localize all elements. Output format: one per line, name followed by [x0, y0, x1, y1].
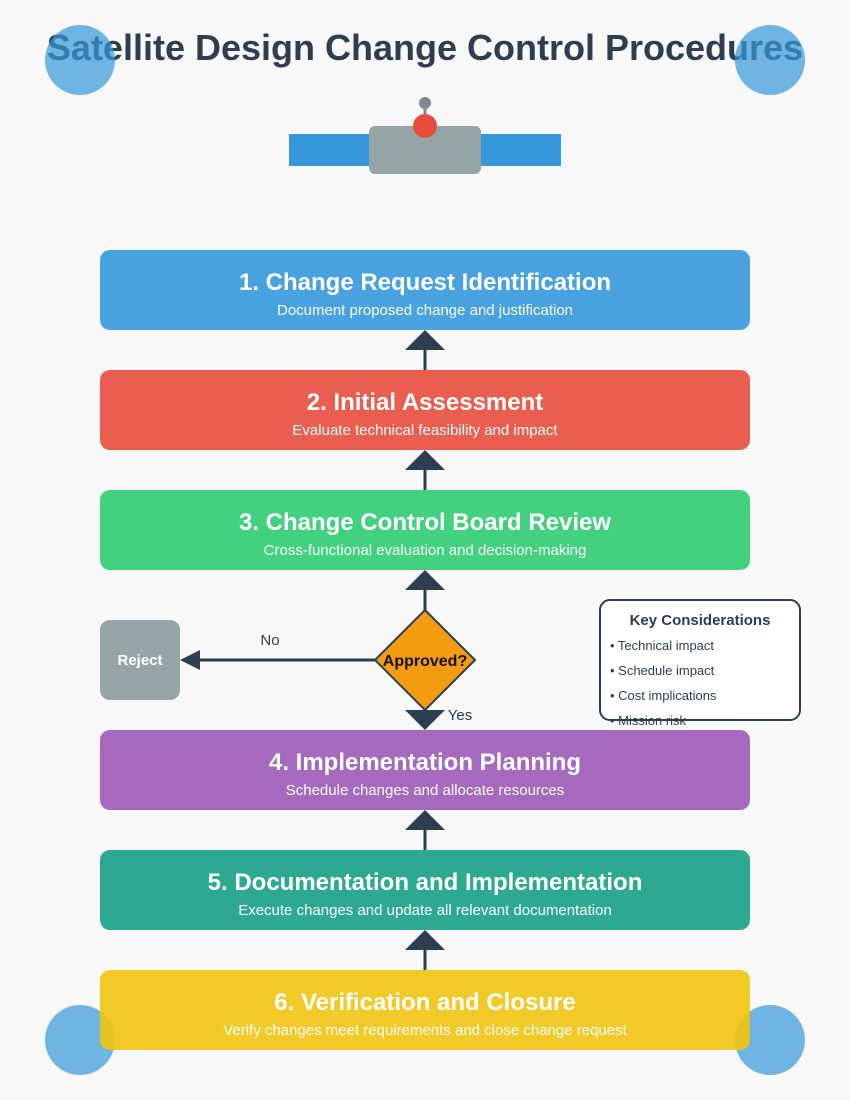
- step-5: 5. Documentation and Implementation Exec…: [100, 850, 750, 930]
- arrow-step5-to-step4: [405, 810, 445, 850]
- arrow-decision-to-reject: [180, 650, 375, 670]
- satellite-solar-panel-left: [289, 134, 371, 166]
- step-subtitle: Schedule changes and allocate resources: [286, 782, 565, 799]
- step-title: 2. Initial Assessment: [307, 389, 544, 416]
- decision-approved: Approved?: [373, 608, 477, 712]
- decision-diamond: [373, 608, 477, 712]
- satellite-body: [369, 126, 481, 174]
- step-3: 3. Change Control Board Review Cross-fun…: [100, 490, 750, 570]
- step-box: [100, 850, 750, 930]
- reject-rect: [100, 620, 180, 700]
- key-considerations-rect: [599, 599, 801, 721]
- step-1: 1. Change Request Identification Documen…: [100, 250, 750, 330]
- satellite-dish: [413, 114, 437, 138]
- arrow-step3-to-step2: [405, 450, 445, 490]
- step-subtitle: Cross-functional evaluation and decision…: [264, 542, 587, 559]
- arrow-step2-to-step1: [405, 330, 445, 370]
- decision-label: Approved?: [383, 653, 467, 670]
- yes-label: Yes: [448, 707, 472, 724]
- reject-label: Reject: [117, 652, 162, 669]
- corner-circle-bottom-left: [45, 1005, 115, 1075]
- step-box: [100, 490, 750, 570]
- key-considerations-item: • Technical impact: [610, 638, 714, 653]
- arrow-step6-to-step5: [405, 930, 445, 970]
- step-6: 6. Verification and Closure Verify chang…: [100, 970, 750, 1050]
- step-2: 2. Initial Assessment Evaluate technical…: [100, 370, 750, 450]
- step-box: [100, 250, 750, 330]
- step-box: [100, 730, 750, 810]
- corner-circle-bottom-right: [735, 1005, 805, 1075]
- step-subtitle: Document proposed change and justificati…: [277, 302, 573, 319]
- page-title: Satellite Design Change Control Procedur…: [47, 27, 803, 68]
- step-title: 5. Documentation and Implementation: [208, 869, 643, 896]
- step-4: 4. Implementation Planning Schedule chan…: [100, 730, 750, 810]
- step-box: [100, 370, 750, 450]
- step-title: 3. Change Control Board Review: [239, 509, 611, 536]
- satellite-icon: [289, 97, 561, 174]
- key-considerations-title: Key Considerations: [630, 612, 771, 629]
- key-considerations-box: Key Considerations • Technical impact • …: [599, 599, 801, 728]
- corner-circle-top-left: [45, 25, 115, 95]
- step-title: 4. Implementation Planning: [269, 749, 581, 776]
- arrow-decision-to-step3: [405, 570, 445, 610]
- step-subtitle: Evaluate technical feasibility and impac…: [292, 422, 558, 439]
- step-subtitle: Execute changes and update all relevant …: [238, 902, 612, 919]
- step-box: [100, 970, 750, 1050]
- key-considerations-item: • Cost implications: [610, 688, 717, 703]
- reject-box: Reject: [100, 620, 180, 700]
- step-title: 1. Change Request Identification: [239, 269, 611, 296]
- corner-circle-top-right: [735, 25, 805, 95]
- satellite-solar-panel-right: [479, 134, 561, 166]
- step-title: 6. Verification and Closure: [274, 989, 575, 1016]
- satellite-antenna-tip: [419, 97, 431, 109]
- step-subtitle: Verify changes meet requirements and clo…: [223, 1022, 627, 1039]
- key-considerations-item: • Mission risk: [610, 713, 687, 728]
- key-considerations-item: • Schedule impact: [610, 663, 715, 678]
- no-label: No: [260, 632, 279, 649]
